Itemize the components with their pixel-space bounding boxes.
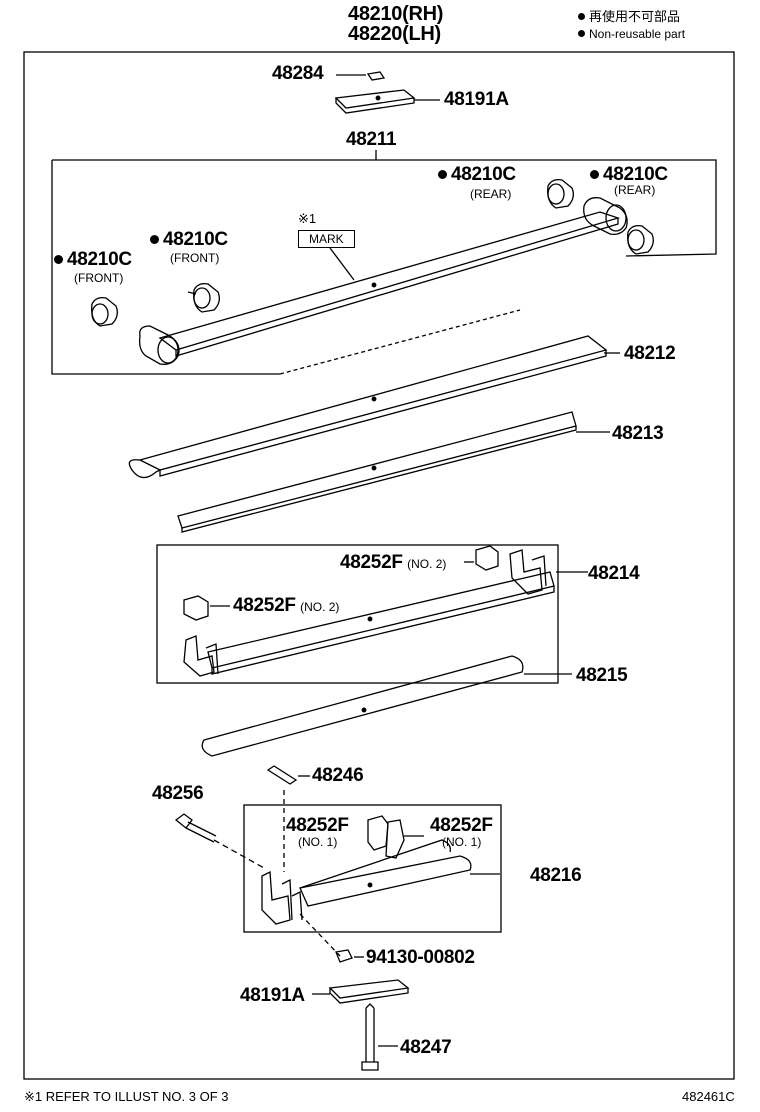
footer-note: ※1 REFER TO ILLUST NO. 3 OF 3 <box>24 1089 229 1104</box>
leaf-48212 <box>128 335 620 479</box>
clip-48252f-no1-right <box>385 819 424 859</box>
box-48214 <box>156 544 559 684</box>
rear-label-left: (REAR) <box>470 187 512 201</box>
leaf-48213 <box>177 411 610 533</box>
leaf-48216 <box>261 839 500 957</box>
part-48252f-no1-right: 48252F <box>430 815 493 836</box>
leaf-48215 <box>201 655 572 757</box>
mark-label: MARK <box>298 230 355 248</box>
clip-48252f-no2-right <box>464 545 499 571</box>
bushing-front-left <box>91 296 118 327</box>
part-48215: 48215 <box>576 665 628 686</box>
part-48214: 48214 <box>588 563 640 584</box>
part-48246: 48246 <box>312 765 364 786</box>
no1-label-right: (NO. 1) <box>442 835 482 849</box>
bushing-rear-right <box>627 224 654 255</box>
part-48252f-no2-left: 48252F (NO. 2) <box>233 595 340 616</box>
part-48252f-no1-left: 48252F <box>286 815 349 836</box>
part-48212: 48212 <box>624 343 676 364</box>
outer-frame <box>23 51 735 1080</box>
plate-48191a-top <box>334 89 440 114</box>
clip-48252f-no2-left <box>183 595 230 621</box>
front-label-left: (FRONT) <box>74 271 124 285</box>
rear-label-right: (REAR) <box>614 183 656 197</box>
ref-mark-symbol: ※1 <box>298 211 317 226</box>
no1-label-left: (NO. 1) <box>298 835 338 849</box>
assembly-rh-label: 48210(RH) <box>348 3 444 25</box>
plate-48191a-bottom <box>312 979 410 1004</box>
part-48247: 48247 <box>400 1037 452 1058</box>
part-48213: 48213 <box>612 423 664 444</box>
bolt-48247 <box>361 1003 398 1071</box>
non-reusable-dot-icon <box>578 13 585 20</box>
box-48211 <box>51 159 717 375</box>
pin-48246 <box>266 765 310 872</box>
part-48216: 48216 <box>530 865 582 886</box>
non-reusable-dot-icon <box>590 170 599 179</box>
part-48191a-top: 48191A <box>444 89 509 110</box>
nut-94130-00802 <box>335 949 364 963</box>
part-48210c-rear-right: 48210C <box>590 165 668 184</box>
non-reusable-dot-icon <box>578 30 585 37</box>
non-reusable-dot-icon <box>438 170 447 179</box>
nut-48284 <box>336 71 386 81</box>
assembly-lh-label: 48220(LH) <box>348 23 441 45</box>
box-48216 <box>243 804 502 933</box>
legend-en: Non-reusable part <box>578 28 685 40</box>
part-48252f-no2-right: 48252F (NO. 2) <box>340 552 447 573</box>
bushing-rear-left <box>547 178 574 209</box>
part-48284: 48284 <box>272 63 324 84</box>
part-48210c-rear-left: 48210C <box>438 165 516 184</box>
part-48210c-front-right: 48210C <box>150 230 228 249</box>
bushing-front-right <box>187 282 220 313</box>
part-48256: 48256 <box>152 783 204 804</box>
legend-jp: 再使用不可部品 <box>578 10 680 23</box>
part-94130-00802: 94130-00802 <box>366 947 475 968</box>
bolt-48256 <box>174 813 265 869</box>
part-48191a-bottom: 48191A <box>240 985 305 1006</box>
non-reusable-dot-icon <box>150 235 159 244</box>
clip-48252f-no1-left <box>367 815 389 851</box>
leaf-48214 <box>183 549 588 677</box>
part-48210c-front-left: 48210C <box>54 250 132 269</box>
leaf-48211 <box>138 197 628 365</box>
part-48211: 48211 <box>346 129 397 150</box>
non-reusable-dot-icon <box>54 255 63 264</box>
front-label-right: (FRONT) <box>170 251 220 265</box>
illustration-id: 482461C <box>682 1089 735 1104</box>
